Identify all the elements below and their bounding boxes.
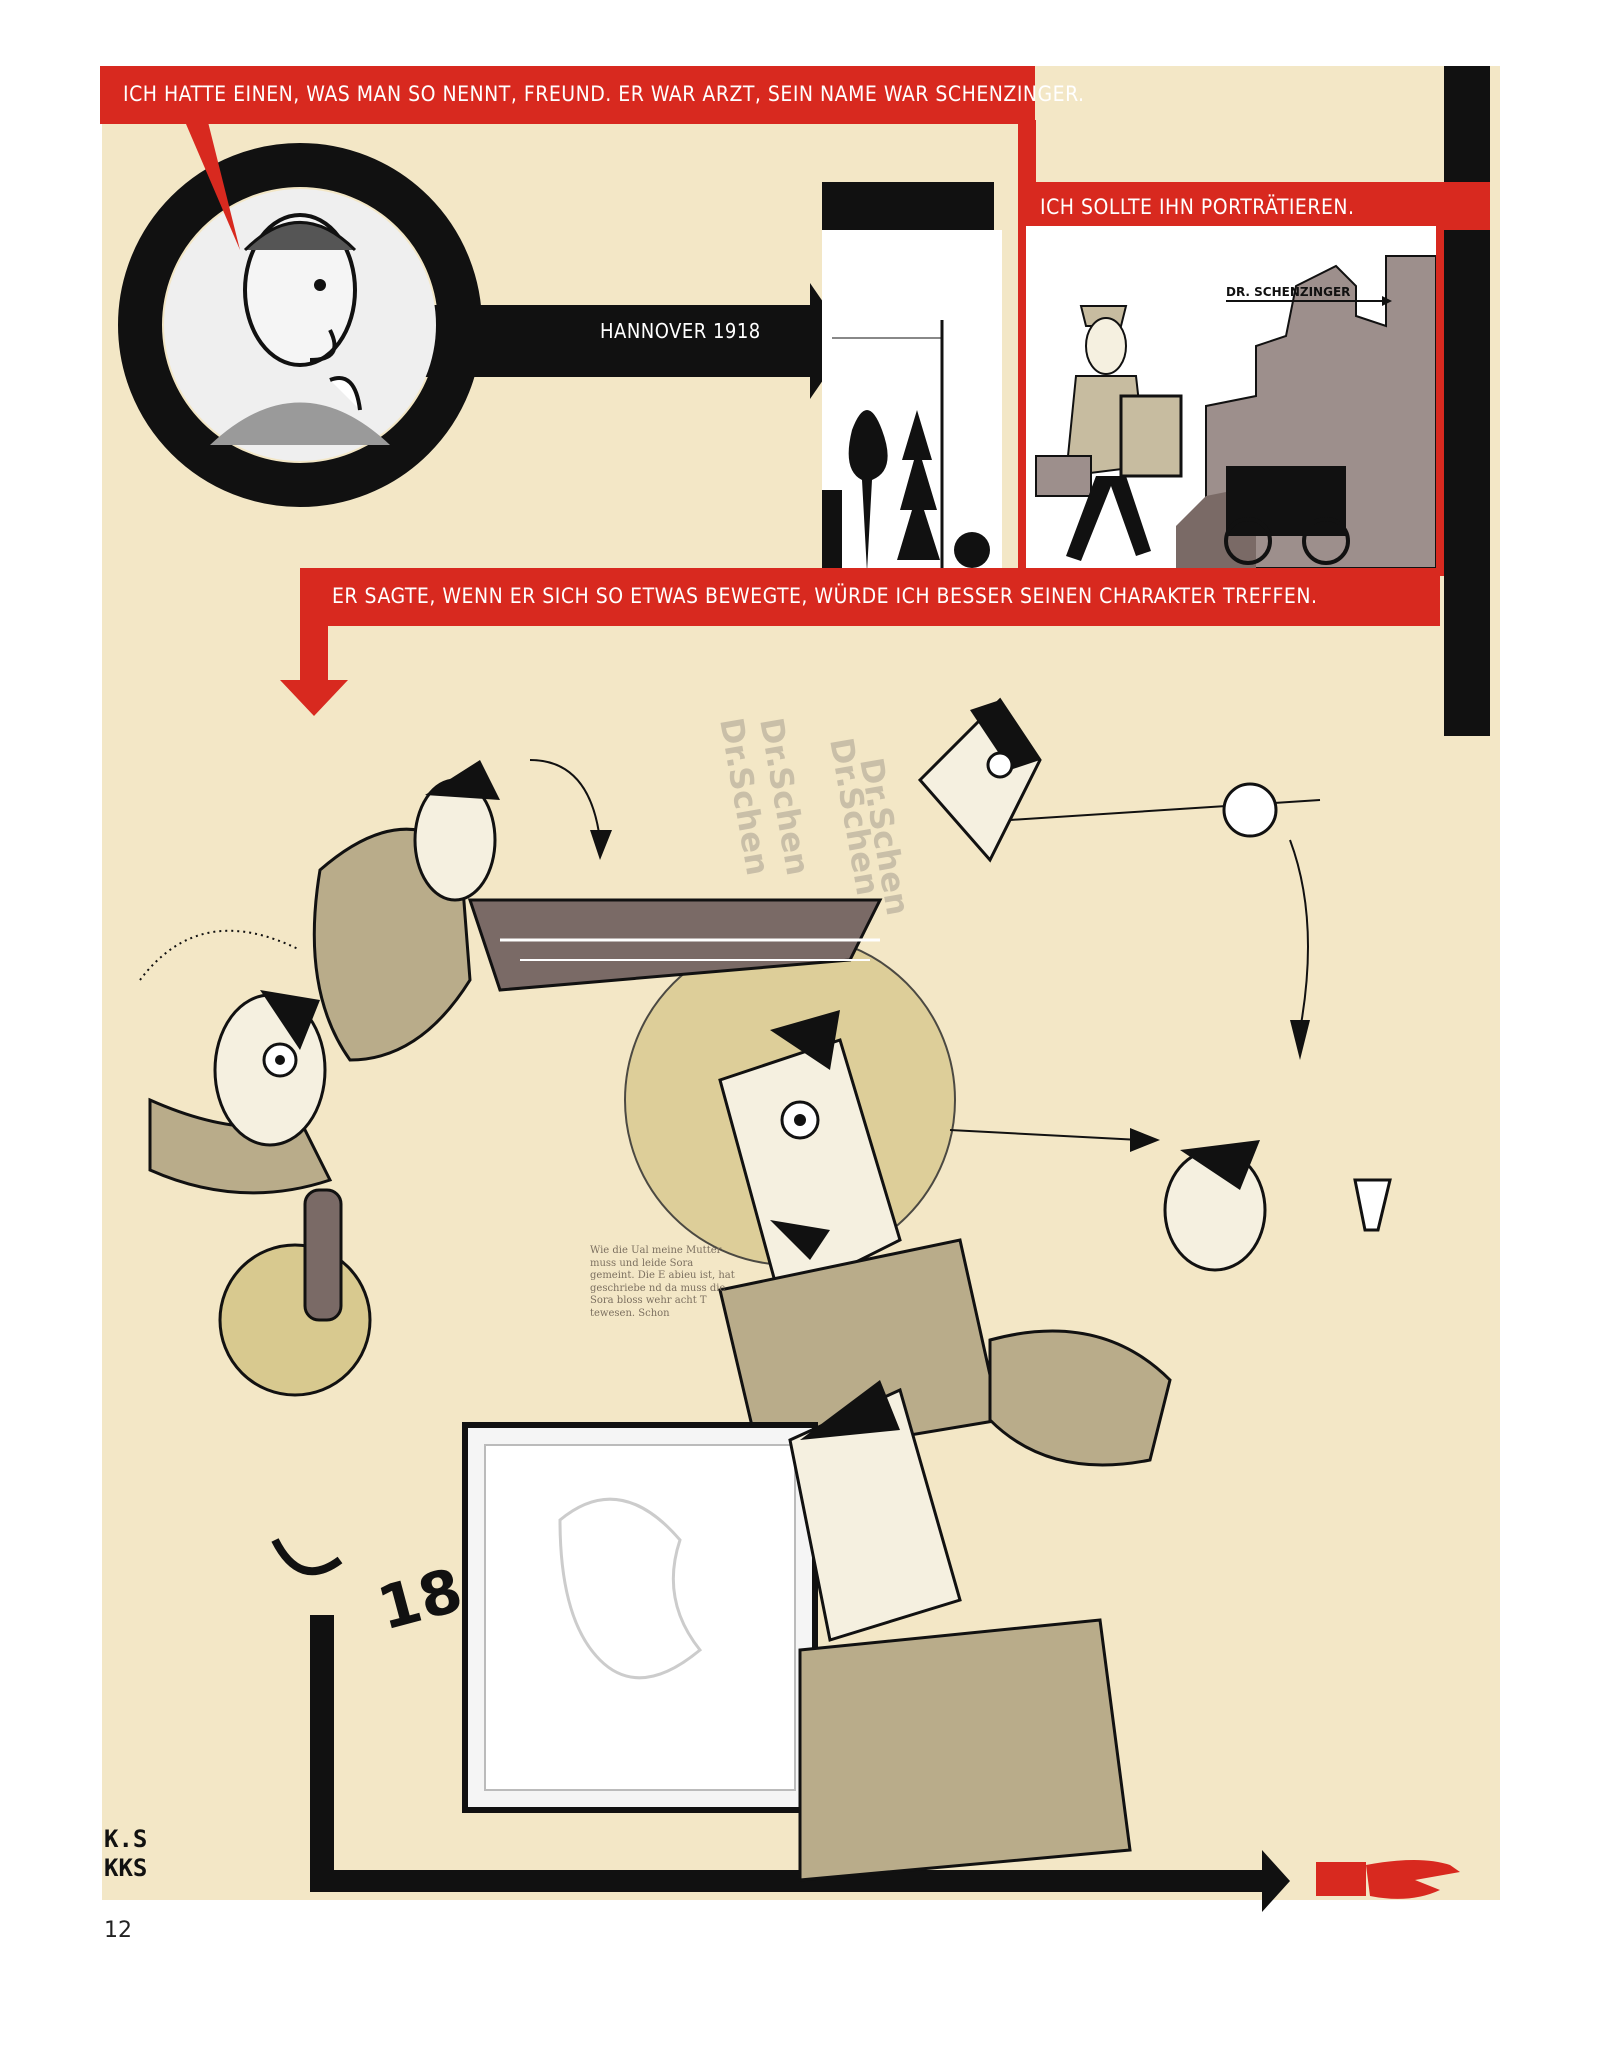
caption-band-movement (300, 568, 1440, 626)
bottom-arrow-shaft (310, 1870, 1270, 1892)
caption-band-top (100, 66, 1035, 124)
pointing-hand-icon (1316, 1860, 1460, 1899)
caption-movement: ER SAGTE, WENN ER SICH SO ETWAS BEWEGTE,… (332, 584, 1318, 608)
artist-signature: K.S KKS (104, 1825, 148, 1882)
trees-illustration (822, 230, 1002, 572)
portrait-ring (118, 143, 850, 507)
black-bar-right (1444, 626, 1490, 736)
collage-figures (139, 697, 1392, 1882)
caption-band-portrait (1018, 182, 1490, 230)
caption-friend: ICH HATTE EINEN, WAS MAN SO NENNT, FREUN… (123, 82, 1085, 106)
connector-vertical (1018, 122, 1036, 192)
speech-pointer (180, 110, 240, 250)
caption-portrait: ICH SOLLTE IHN PORTRÄTIEREN. (1040, 195, 1355, 219)
walking-illustration: DR. SCHENZINGER (1026, 226, 1436, 568)
panel-walking: DR. SCHENZINGER (1018, 226, 1444, 576)
black-bar-top (822, 182, 994, 230)
caption-place-date: HANNOVER 1918 (600, 319, 761, 343)
bottom-arrow-head (1262, 1850, 1290, 1912)
newspaper-fragment: Wie die Ual meine Mutter muss und leide … (590, 1245, 735, 1319)
year-mark: 18 (371, 1555, 470, 1644)
arrow-label-text: DR. SCHENZINGER (1226, 285, 1350, 299)
down-connector (300, 600, 328, 688)
panel-trees (822, 230, 1002, 572)
page-number: 12 (104, 1918, 132, 1943)
stamp-text-group: Dr.Schen Dr.Schen Dr.Schen Dr.Schen (712, 715, 917, 918)
frame-line-left (310, 1615, 334, 1892)
down-arrow-icon (280, 680, 348, 716)
